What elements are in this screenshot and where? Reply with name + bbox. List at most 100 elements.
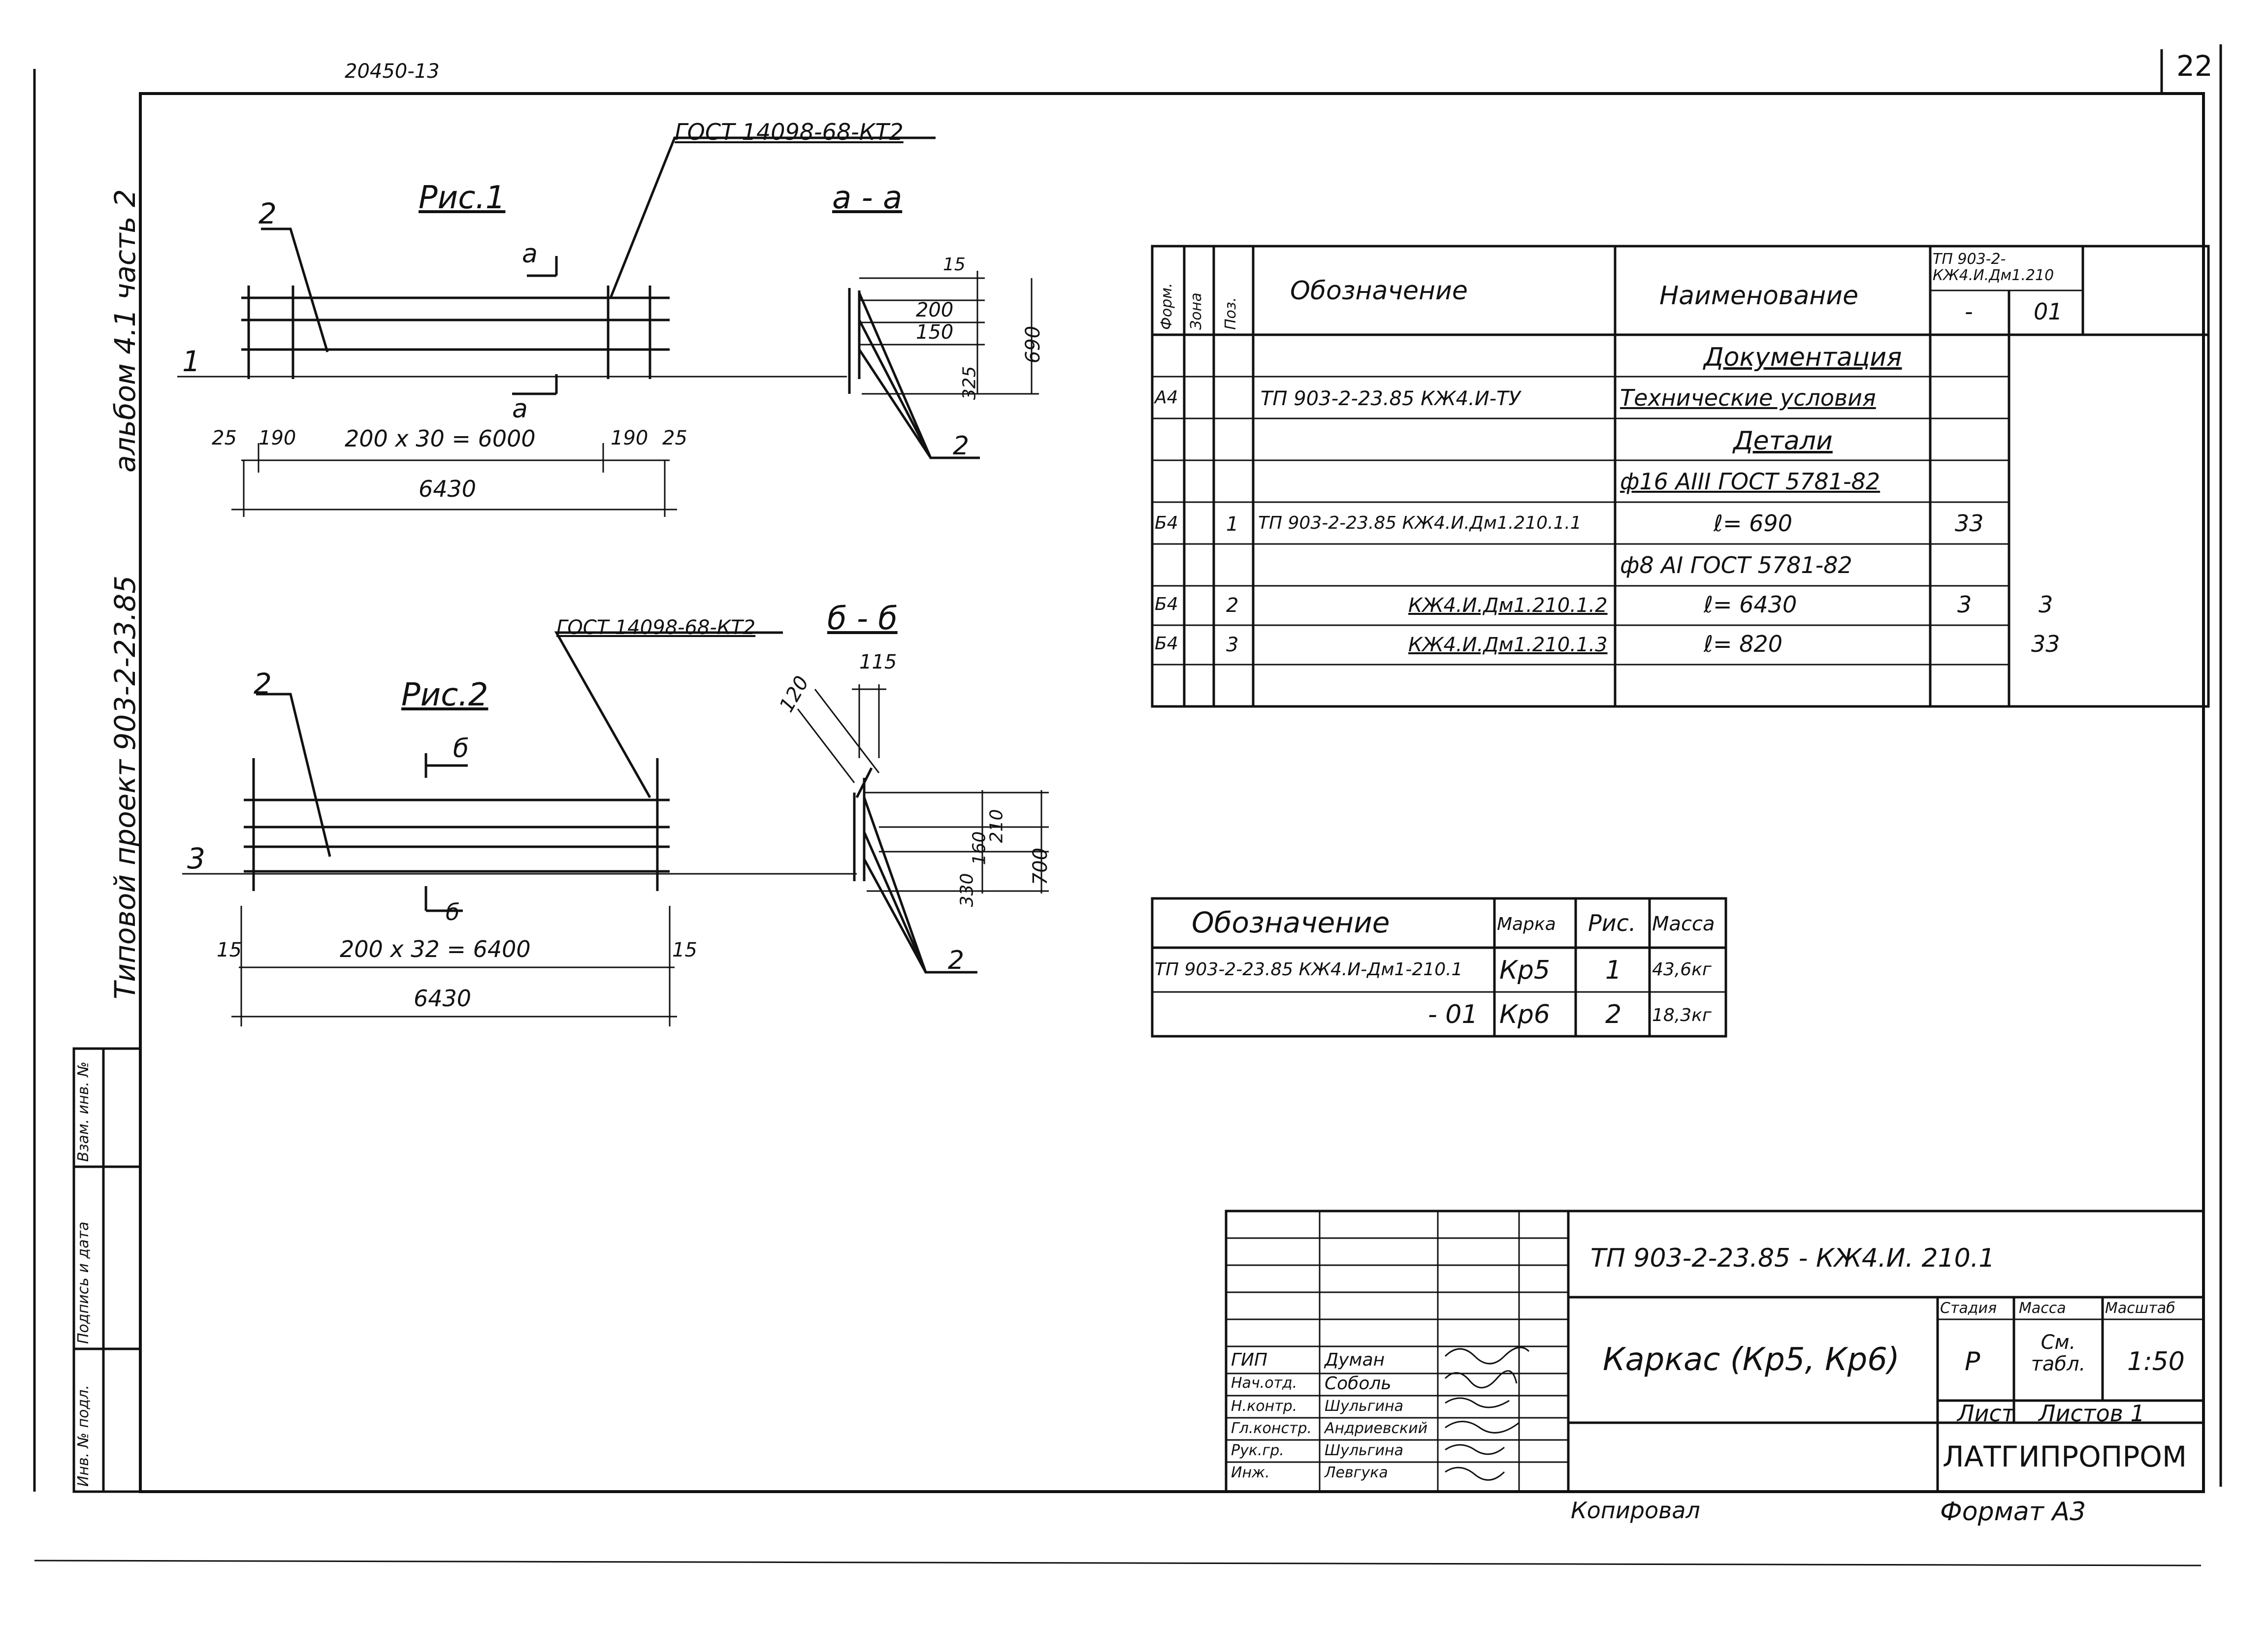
fig1-dim-right-step: 190 (611, 427, 648, 449)
fig1-sec-dim-200: 200 (916, 299, 954, 321)
fig2-section-linework (797, 684, 1049, 974)
spec-cell-q2: 3 (2039, 591, 2053, 618)
fig1-sec-dim-15: 15 (943, 255, 966, 275)
spec-cell-designation: ТП 903-2-23.85 КЖ4.И-ТУ (1261, 387, 1521, 410)
fig2-title: Рис.2 (401, 677, 488, 713)
mass-hdr-fig: Рис. (1588, 910, 1636, 936)
fig2-sec-dim-700: 700 (1029, 847, 1052, 886)
fig2-dim-overall: 6430 (414, 985, 472, 1012)
spec-hdr-pos: Поз. (1222, 297, 1239, 330)
fig1-dim-mid: 200 x 30 = 6000 (345, 425, 536, 452)
fig1-sec-dim-690: 690 (1022, 325, 1045, 364)
mass-table-grid (1151, 897, 1727, 1038)
spec-cell-name: Документация (1704, 343, 1902, 372)
spec-cell-q1: 33 (1955, 510, 1984, 537)
spec-cell-designation: КЖ4.И.Дм1.210.1.2 (1408, 594, 1608, 617)
spec-hdr-name: Наименование (1659, 281, 1859, 311)
fig2-dim-left-end: 15 (217, 939, 242, 961)
fig2-sec-dim-160: 160 (969, 831, 990, 865)
tb-role: Гл.констр. (1231, 1420, 1312, 1437)
fig1-section-mark-bottom: а (512, 394, 528, 424)
spec-hdr-designation: Обозначение (1290, 276, 1468, 306)
fig2-section-title: б - б (827, 601, 898, 637)
tb-mass-label: Масса (2019, 1300, 2066, 1317)
top-code: 20450-13 (345, 60, 440, 83)
tb-role: Нач.отд. (1231, 1374, 1297, 1392)
fig1-linework (177, 136, 936, 517)
tb-role: Рук.гр. (1231, 1442, 1284, 1459)
tb-name: Каркас (Кр5, Кр6) (1603, 1341, 1900, 1378)
mass-hdr-mark: Марка (1497, 914, 1556, 934)
spec-cell-name: Технические условия (1620, 384, 1876, 411)
tb-person: Шульгина (1325, 1442, 1403, 1459)
stamp-replace: Взам. инв. № (75, 1061, 92, 1162)
tb-org: ЛАТГИПРОПРОМ (1943, 1440, 2187, 1473)
spec-hdr-format: Форм. (1158, 283, 1175, 330)
fig1-section-pos: 2 (953, 431, 970, 461)
fig2-section-mark-bottom: б (446, 899, 460, 926)
signatures (1444, 1346, 1530, 1481)
spec-cell-name: Детали (1733, 426, 1833, 456)
spec-cell-name: ф16 АIII ГОСТ 5781-82 (1620, 468, 1880, 495)
tb-role: ГИП (1231, 1350, 1268, 1370)
fig1-sec-dim-325: 325 (959, 366, 980, 400)
fig1-dim-overall: 6430 (419, 476, 477, 502)
spec-cell-format: Б4 (1155, 594, 1178, 614)
fig1-pos-1: 1 (182, 345, 200, 378)
spec-cell-pos: 1 (1226, 513, 1239, 536)
tb-sheets-label: Листов 1 (2039, 1400, 2145, 1427)
tb-scale-label: Масштаб (2105, 1300, 2175, 1317)
stamp-sign: Подпись и дата (75, 1221, 92, 1344)
fig1-sec-dim-150: 150 (916, 321, 954, 344)
spec-cell-format: Б4 (1155, 634, 1178, 654)
spec-hdr-zone: Зона (1188, 292, 1205, 330)
tb-person: Соболь (1325, 1373, 1392, 1394)
tb-role: Н.контр. (1231, 1398, 1297, 1415)
fig2-section-pos: 2 (948, 946, 965, 975)
mass-cell-fig: 1 (1605, 956, 1622, 985)
spec-hdr-qty-col2: 01 (2034, 298, 2063, 325)
spec-cell-name: ℓ= 6430 (1704, 591, 1797, 618)
fig2-section-mark-top: б (453, 734, 469, 764)
spec-cell-format: А4 (1155, 387, 1178, 408)
tb-code: ТП 903-2-23.85 - КЖ4.И. 210.1 (1590, 1244, 1995, 1273)
fig1-pos-2: 2 (259, 197, 277, 230)
spec-cell-designation: ТП 903-2-23.85 КЖ4.И.Дм1.210.1.1 (1258, 513, 1582, 533)
album-title: альбом 4.1 часть 2 (108, 189, 142, 473)
fig2-dim-mid: 200 x 32 = 6400 (340, 936, 531, 962)
mass-cell-mass: 18,3кг (1652, 1005, 1712, 1025)
spec-cell-format: Б4 (1155, 513, 1178, 533)
fig2-sec-dim-330: 330 (957, 873, 977, 907)
mass-cell-mark: Кр5 (1499, 956, 1551, 985)
spec-table-grid (1151, 245, 2210, 708)
tb-person: Левгука (1325, 1464, 1388, 1481)
spec-cell-pos: 2 (1226, 594, 1239, 617)
sheet-number: 22 (2176, 49, 2213, 83)
spec-cell-q2: 33 (2031, 631, 2060, 657)
spec-cell-name: ℓ= 690 (1714, 510, 1792, 537)
fig2-gost-label: ГОСТ 14098-68-КТ2 (556, 616, 756, 639)
mass-cell-fig: 2 (1605, 1000, 1622, 1029)
mass-cell-designation: ТП 903-2-23.85 КЖ4.И-Дм1-210.1 (1155, 959, 1463, 980)
spec-cell-designation: КЖ4.И.Дм1.210.1.3 (1408, 634, 1608, 656)
tb-stage: Р (1965, 1347, 1980, 1376)
project-title: Типовой проект 903-2-23.85 (108, 575, 142, 999)
tb-person: Андриевский (1325, 1420, 1428, 1437)
fig2-pos-3: 3 (187, 842, 205, 875)
fig1-section-mark-top: а (522, 239, 538, 269)
spec-cell-name: ℓ= 820 (1704, 631, 1782, 657)
footer-copied: Копировал (1571, 1497, 1700, 1524)
fig2-linework (182, 631, 857, 1026)
fig2-sec-dim-115: 115 (859, 651, 897, 673)
fig1-dim-right-end: 25 (662, 427, 687, 449)
footer-format: Формат А3 (1940, 1497, 2086, 1527)
fig2-sec-dim-210: 210 (986, 809, 1007, 843)
mass-cell-mark: Кр6 (1499, 1000, 1551, 1029)
tb-role: Инж. (1231, 1464, 1270, 1481)
spec-cell-name: ф8 АI ГОСТ 5781-82 (1620, 552, 1852, 578)
tb-stage-label: Стадия (1940, 1300, 1997, 1317)
mass-hdr-mass: Масса (1652, 913, 1715, 935)
fig1-section-title: а - а (832, 180, 903, 216)
fig1-gost-label: ГОСТ 14098-68-КТ2 (675, 119, 904, 145)
